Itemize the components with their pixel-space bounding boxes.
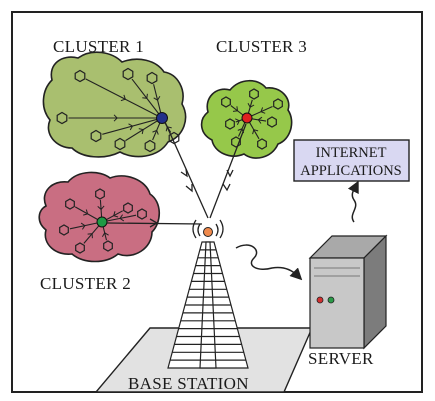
- sensor-node-icon: [114, 137, 126, 151]
- internet-box-line-2: APPLICATIONS: [300, 163, 402, 179]
- member-link-arrow: [113, 211, 119, 218]
- member-link: [106, 210, 123, 221]
- cluster-3-label: CLUSTER 3: [216, 37, 307, 56]
- member-link-arrow: [120, 94, 126, 102]
- server-tower-icon: [308, 234, 388, 350]
- member-link: [99, 199, 103, 218]
- sensor-node-icon: [75, 242, 85, 254]
- sensor-node-icon: [95, 188, 105, 200]
- internet-box-rect: [293, 139, 410, 182]
- sensor-node-icon: [146, 71, 158, 85]
- member-link: [83, 225, 100, 244]
- sensor-node-icon: [221, 96, 231, 108]
- member-link-arrow: [97, 205, 105, 211]
- cluster-1-links: [56, 67, 180, 153]
- sensor-node-icon: [103, 240, 113, 252]
- antenna-icon: [192, 219, 224, 239]
- member-link: [153, 84, 162, 114]
- arrow-c2: [149, 218, 159, 228]
- member-link: [69, 222, 98, 230]
- sensor-node-icon: [144, 139, 156, 153]
- cluster-2-label: CLUSTER 2: [40, 274, 131, 293]
- base-station: [94, 219, 314, 393]
- cluster-1-area: [42, 51, 187, 158]
- arrow-c3: [222, 183, 231, 192]
- sensor-node-icon: [122, 67, 134, 81]
- member-link: [85, 78, 158, 117]
- cluster-3-head-node: [241, 112, 253, 124]
- sensor-node-icon: [90, 129, 102, 143]
- sensor-node-icon: [249, 88, 259, 100]
- internet-box-line-1: INTERNET: [316, 145, 387, 161]
- member-link-arrow: [260, 107, 266, 114]
- sensor-node-icon: [74, 69, 86, 83]
- server-label: SERVER: [308, 349, 374, 368]
- cluster-1-label: CLUSTER 1: [53, 37, 144, 56]
- server-to-internet-link: [347, 180, 359, 223]
- cluster-3: [200, 79, 293, 159]
- member-link-arrow: [142, 93, 148, 99]
- cluster-2-links: [59, 188, 147, 254]
- member-link-arrow: [252, 129, 259, 135]
- sensor-node-icon: [65, 198, 75, 210]
- member-link: [152, 122, 161, 141]
- cluster-2-area: [38, 171, 161, 263]
- member-link: [251, 105, 273, 117]
- sensor-node-icon: [59, 224, 69, 236]
- member-link: [230, 105, 244, 116]
- member-link-arrow: [138, 128, 144, 135]
- member-link: [125, 120, 158, 142]
- member-link: [249, 122, 260, 140]
- internet-applications-box: INTERNET APPLICATIONS: [293, 139, 410, 182]
- sensor-node-icon: [273, 98, 283, 110]
- sensor-node-icon: [56, 111, 68, 125]
- cluster-2-head-node: [96, 216, 108, 228]
- sensor-node-icon: [137, 208, 147, 220]
- member-link-arrow: [101, 232, 109, 237]
- member-link: [131, 78, 160, 115]
- member-link-arrow: [247, 102, 255, 108]
- arrow-c1: [180, 168, 188, 178]
- cluster-3-links: [221, 88, 283, 150]
- base-station-label: BASE STATION: [128, 374, 249, 393]
- member-link-arrow: [152, 129, 159, 135]
- sensor-node-icon: [225, 118, 235, 130]
- member-link-arrow: [119, 214, 125, 222]
- member-link: [106, 214, 137, 222]
- member-link-arrow: [113, 114, 118, 122]
- tower: [167, 241, 249, 369]
- link-cluster-2-base: [106, 222, 203, 225]
- cluster-1: [42, 51, 187, 158]
- arrow-c1b: [185, 184, 193, 193]
- head-to-base-links: [106, 121, 247, 228]
- member-link-arrow: [87, 233, 93, 239]
- member-link: [74, 206, 98, 220]
- member-link-arrow: [128, 123, 134, 131]
- arrow-c3b: [226, 169, 234, 178]
- cluster-1-head-node: [156, 112, 168, 124]
- member-link: [102, 226, 108, 241]
- member-link-arrow: [232, 106, 239, 112]
- lightning-link-icon: [235, 244, 303, 281]
- member-link-arrow: [257, 116, 263, 124]
- member-link-arrow: [153, 96, 161, 101]
- sensor-node-icon: [123, 202, 133, 214]
- member-link: [237, 122, 246, 137]
- cluster-2: [38, 171, 161, 263]
- member-link-arrow: [83, 209, 89, 216]
- member-link-arrow: [80, 222, 86, 230]
- member-link-arrow: [234, 118, 240, 126]
- sensor-node-icon: [257, 138, 267, 150]
- sensor-node-icon: [267, 116, 277, 128]
- member-link: [102, 118, 158, 135]
